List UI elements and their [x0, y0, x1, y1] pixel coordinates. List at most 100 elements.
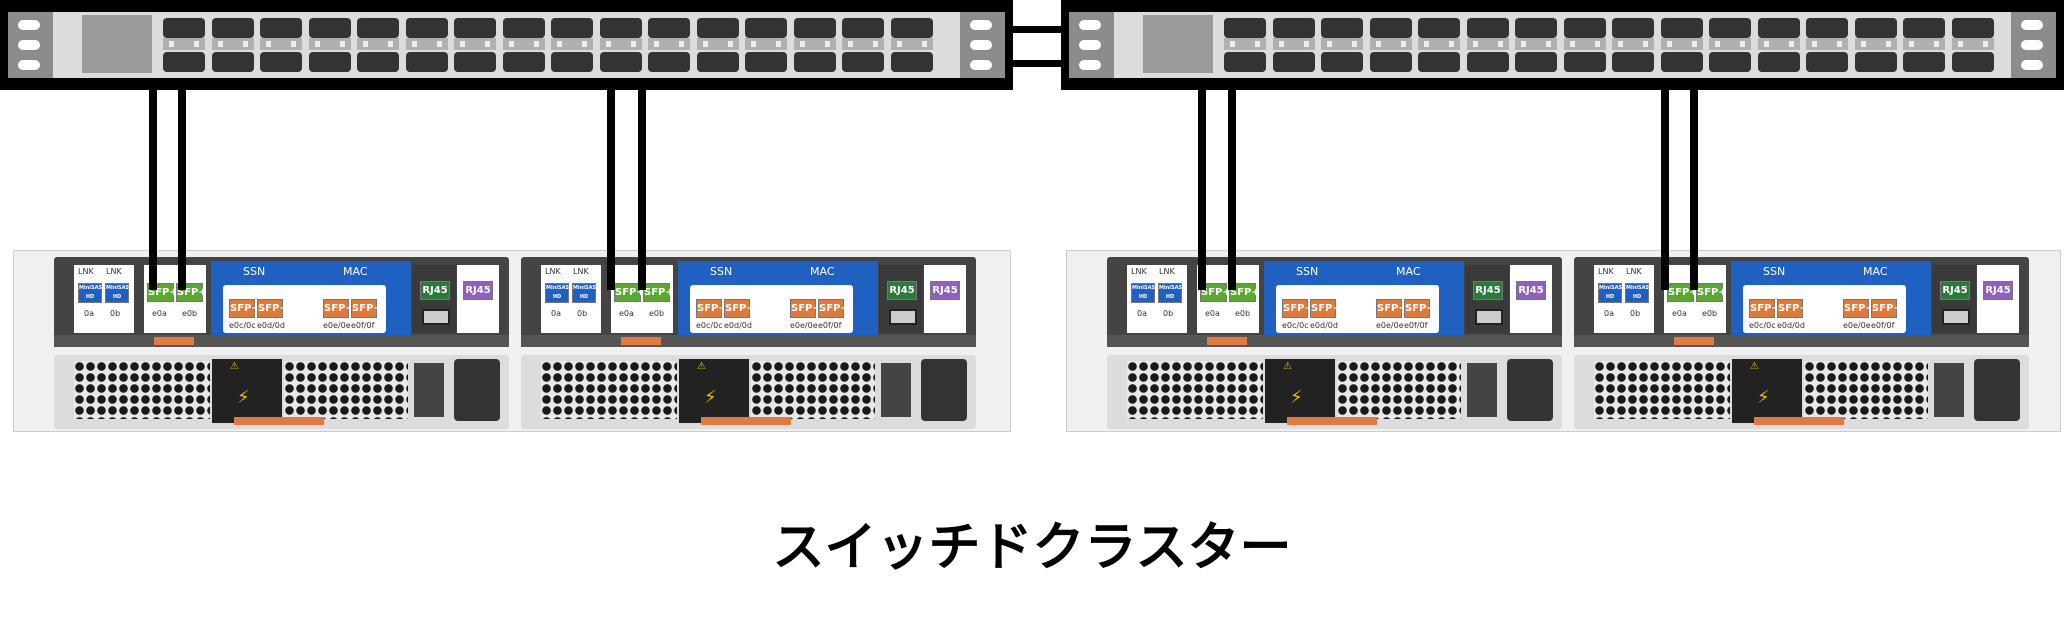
rj45-port[interactable]: RJ45: [1940, 281, 1970, 300]
switch-port[interactable]: [551, 16, 593, 72]
cluster-cable: [149, 90, 157, 290]
switch-port[interactable]: [1757, 16, 1800, 72]
module-handle[interactable]: [1674, 337, 1714, 345]
switch-port[interactable]: [1709, 16, 1751, 72]
minisas-port-0a[interactable]: MiniSAS HD: [1131, 283, 1155, 303]
sfp-port-e0c[interactable]: SFP+: [1749, 299, 1780, 318]
power-switch[interactable]: [881, 363, 911, 417]
sfp-port-e0d[interactable]: SFP+: [1310, 299, 1341, 318]
io-module: LNK LNK MiniSAS HD MiniSAS HD 0a 0b SFP+…: [1574, 257, 2029, 347]
sfp-port-e0f[interactable]: SFP+: [1404, 299, 1435, 318]
management-section: RJ45: [412, 265, 456, 333]
rj45-port-service[interactable]: RJ45: [930, 281, 960, 300]
switch-port[interactable]: [1466, 16, 1509, 72]
sfp-port-e0c[interactable]: SFP+: [229, 299, 260, 318]
rj45-port[interactable]: RJ45: [1473, 281, 1503, 300]
sfp-port-e0a[interactable]: SFP+: [1667, 283, 1698, 302]
switch-port[interactable]: [1369, 16, 1412, 72]
switch-port[interactable]: [1660, 16, 1703, 72]
minisas-port-0a[interactable]: MiniSAS HD: [78, 283, 102, 303]
minisas-port-0b[interactable]: MiniSAS HD: [572, 283, 596, 303]
switch-port[interactable]: [1272, 16, 1315, 72]
switch-port[interactable]: [211, 16, 254, 72]
switch-port[interactable]: [454, 16, 496, 72]
sfp-port-e0e[interactable]: SFP+: [1843, 299, 1874, 318]
switch-ear: [960, 12, 1005, 78]
module-handle[interactable]: [1207, 337, 1247, 345]
sfp-port-e0c[interactable]: SFP+: [1282, 299, 1313, 318]
power-switch[interactable]: [1934, 363, 1964, 417]
switch-port[interactable]: [1418, 16, 1460, 72]
switch-port[interactable]: [890, 16, 933, 72]
sfp-port-e0e[interactable]: SFP+: [323, 299, 354, 318]
switch-port[interactable]: [1515, 16, 1557, 72]
switch-port[interactable]: [599, 16, 642, 72]
switch-ear: [8, 12, 53, 78]
sfp-port-e0b[interactable]: SFP+: [643, 283, 674, 302]
minisas-port-0b[interactable]: MiniSAS HD: [1158, 283, 1182, 303]
minisas-port-0b[interactable]: MiniSAS HD: [1625, 283, 1649, 303]
switch-port[interactable]: [1951, 16, 1994, 72]
power-switch[interactable]: [414, 363, 444, 417]
rj45-port[interactable]: RJ45: [887, 281, 917, 300]
minisas-port-0b[interactable]: MiniSAS HD: [105, 283, 129, 303]
sfp-port-e0f[interactable]: SFP+: [351, 299, 382, 318]
switch-port[interactable]: [1903, 16, 1945, 72]
switch-port[interactable]: [502, 16, 545, 72]
switch-port[interactable]: [357, 16, 399, 72]
switch-faceplate: [8, 12, 1005, 78]
usb-port[interactable]: [889, 309, 917, 325]
io-module: LNK LNK MiniSAS HD MiniSAS HD 0a 0b SFP+…: [54, 257, 509, 347]
minisas-port-0a[interactable]: MiniSAS HD: [1598, 283, 1622, 303]
rj45-port[interactable]: RJ45: [420, 281, 450, 300]
switch-port[interactable]: [1612, 16, 1654, 72]
port-label: e0b: [1235, 309, 1251, 318]
sfp-port-e0e[interactable]: SFP+: [1376, 299, 1407, 318]
minisas-section: LNK LNK MiniSAS HD MiniSAS HD 0a 0b: [1594, 265, 1654, 333]
switch-port[interactable]: [260, 16, 302, 72]
sfp-port-e0d[interactable]: SFP+: [257, 299, 288, 318]
sfp-port-e0d[interactable]: SFP+: [724, 299, 755, 318]
switch-port[interactable]: [842, 16, 884, 72]
switch-port[interactable]: [648, 16, 690, 72]
module-handle[interactable]: [621, 337, 661, 345]
psu-handle[interactable]: [1754, 417, 1844, 425]
rj45-port-service[interactable]: RJ45: [463, 281, 493, 300]
switch-port[interactable]: [1806, 16, 1848, 72]
sfp-port-e0a[interactable]: SFP+: [1200, 283, 1231, 302]
switch-port[interactable]: [1563, 16, 1606, 72]
management-section: RJ45: [879, 265, 923, 333]
switch-port[interactable]: [308, 16, 351, 72]
sfp-port-e0e[interactable]: SFP+: [790, 299, 821, 318]
switch-port[interactable]: [696, 16, 739, 72]
switch-port[interactable]: [745, 16, 787, 72]
psu-handle[interactable]: [701, 417, 791, 425]
psu-handle[interactable]: [234, 417, 324, 425]
sfp-port-e0d[interactable]: SFP+: [1777, 299, 1808, 318]
power-switch[interactable]: [1467, 363, 1497, 417]
io-module: LNK LNK MiniSAS HD MiniSAS HD 0a 0b SFP+…: [1107, 257, 1562, 347]
lnk-label: LNK: [1598, 267, 1614, 276]
switch-port[interactable]: [1224, 16, 1266, 72]
switch-port[interactable]: [1321, 16, 1363, 72]
switch-port[interactable]: [163, 16, 205, 72]
sfp-port-e0c[interactable]: SFP+: [696, 299, 727, 318]
sfp-port-e0a[interactable]: SFP+: [614, 283, 645, 302]
sfp-port-e0f[interactable]: SFP+: [818, 299, 849, 318]
switch-port[interactable]: [405, 16, 448, 72]
rj45-port-service[interactable]: RJ45: [1516, 281, 1546, 300]
rj45-port-service[interactable]: RJ45: [1983, 281, 2013, 300]
psu-led-icon: ⚠: [230, 361, 239, 372]
minisas-port-0a[interactable]: MiniSAS HD: [545, 283, 569, 303]
usb-port[interactable]: [1475, 309, 1503, 325]
psu-vent: [74, 361, 210, 419]
sfp-port-e0f[interactable]: SFP+: [1871, 299, 1902, 318]
module-handle[interactable]: [154, 337, 194, 345]
usb-port[interactable]: [422, 309, 450, 325]
usb-port[interactable]: [1942, 309, 1970, 325]
psu-handle[interactable]: [1287, 417, 1377, 425]
status-led: [18, 20, 40, 30]
switch-port[interactable]: [1854, 16, 1897, 72]
switch-port[interactable]: [793, 16, 836, 72]
sfp-port-e0b[interactable]: SFP+: [1696, 283, 1727, 302]
